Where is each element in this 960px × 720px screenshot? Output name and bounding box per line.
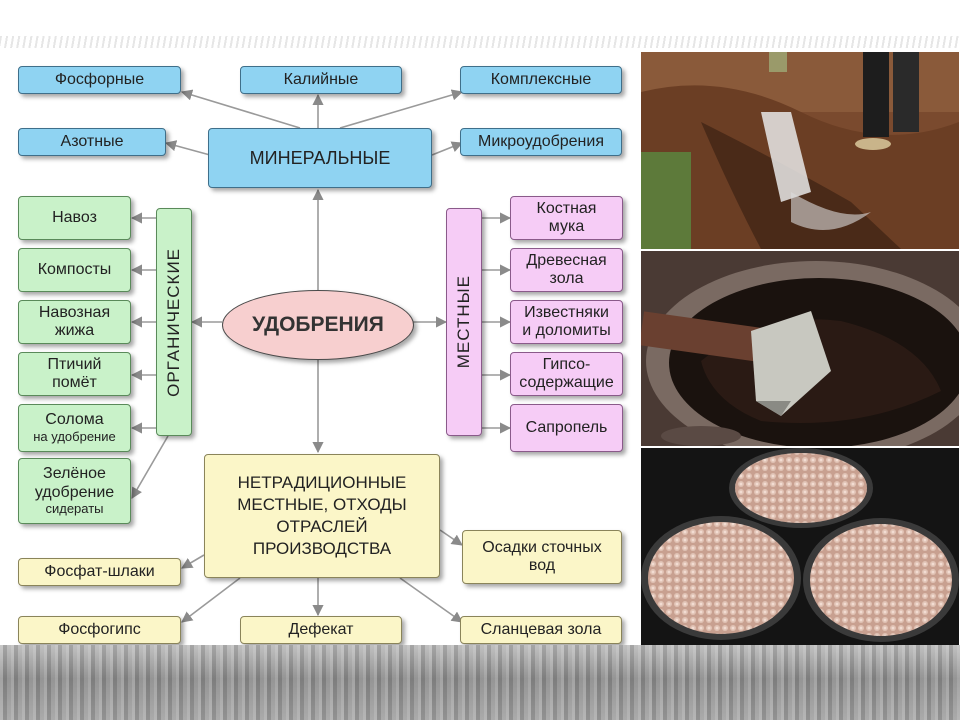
nontraditional-category: НЕТРАДИЦИОННЫЕ МЕСТНЫЕ, ОТХОДЫ ОТРАСЛЕЙ … <box>204 454 440 578</box>
arrow-to-fosfat-shlaki <box>181 554 205 569</box>
nontraditional-item-fosfogips: Фосфогипс <box>18 616 181 644</box>
arrow-to-slantsevaya-zola <box>399 577 463 623</box>
top-decorative-stripe <box>0 36 960 48</box>
nontraditional-item-defekat: Дефекат <box>240 616 402 644</box>
bottom-decorative-band <box>0 645 960 720</box>
nontraditional-item-slantsevaya-zola: Сланцевая зола <box>460 616 622 644</box>
arrow-to-azotnye <box>164 140 211 156</box>
arrow-to-osadki <box>439 529 463 546</box>
arrow-to-mikroudobreniya <box>431 141 464 156</box>
nontraditional-item-osadki: Осадки сточных вод <box>462 530 622 584</box>
arrow-to-zelenoe <box>131 435 169 499</box>
mineral-item-azotnye: Азотные <box>18 128 166 156</box>
photo-soil-trench <box>641 52 959 249</box>
photo-bucket-sapropel <box>641 251 959 446</box>
connector-lines <box>130 89 512 623</box>
nontraditional-item-fosfat-shlaki: Фосфат-шлаки <box>18 558 181 586</box>
photo-fertilizer-granules <box>641 448 959 645</box>
center-udobreniya: УДОБРЕНИЯ <box>222 290 414 360</box>
arrow-to-fosfornye <box>180 89 301 129</box>
arrow-to-kompleksnye <box>339 89 464 129</box>
local-category: МЕСТНЫЕ <box>446 208 482 436</box>
organic-item-navoz: Навоз <box>18 196 131 240</box>
arrow-to-fosfogips <box>181 577 241 623</box>
fertilizer-diagram: Фосфорные Калийные Комплексные Азотные М… <box>18 66 623 644</box>
organic-item-komposty: Компосты <box>18 248 131 292</box>
local-item-sapropel: Сапропель <box>510 404 623 452</box>
mineral-item-kompleksnye: Комплексные <box>460 66 622 94</box>
local-item-gipso: Гипсо-содержащие <box>510 352 623 396</box>
mineral-item-kaliynye: Калийные <box>240 66 402 94</box>
mineral-item-mikroudobreniya: Микроудобрения <box>460 128 622 156</box>
mineral-item-fosfornye: Фосфорные <box>18 66 181 94</box>
mineral-category: МИНЕРАЛЬНЫЕ <box>208 128 432 188</box>
organic-category: ОРГАНИЧЕСКИЕ <box>156 208 192 436</box>
